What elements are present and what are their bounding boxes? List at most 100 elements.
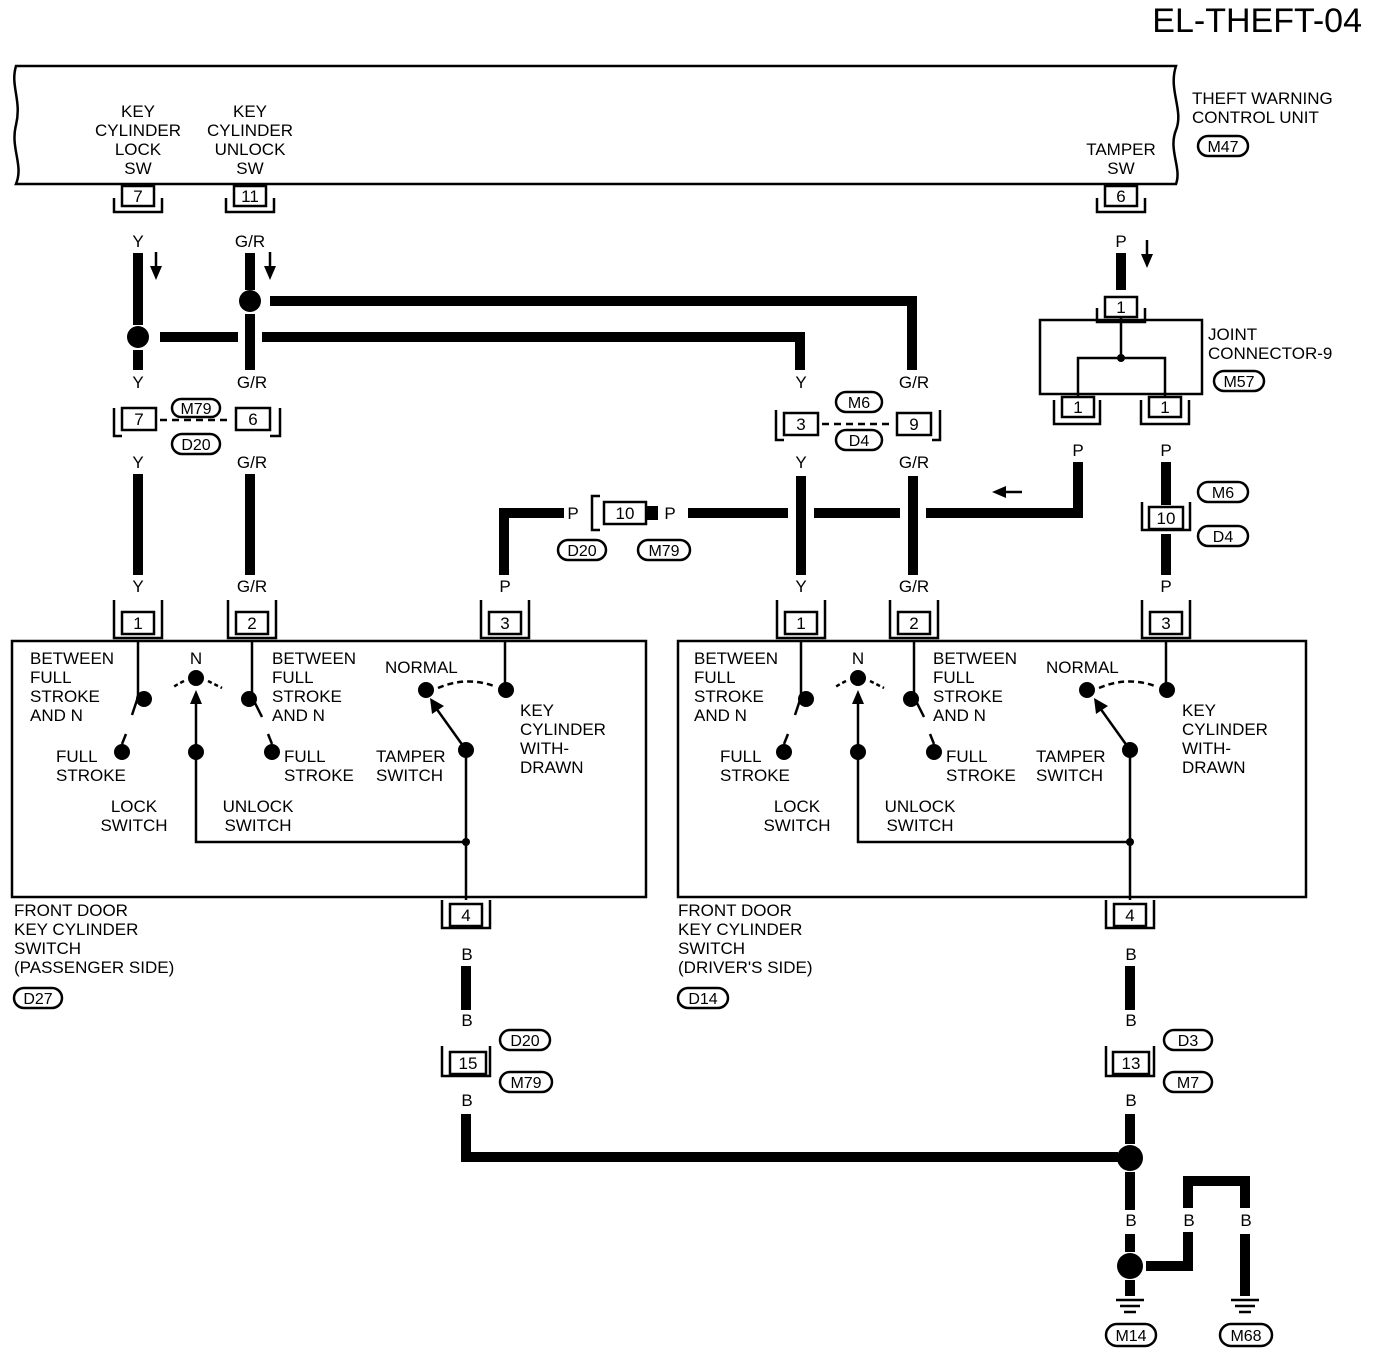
svg-text:CYLINDER: CYLINDER	[207, 121, 293, 140]
wire-color-b: B	[461, 1011, 472, 1030]
inline-connector-pass-b: 15	[440, 1046, 492, 1078]
wire-color-y: Y	[795, 453, 806, 472]
pass-circuit	[114, 641, 514, 900]
wire-color-y: Y	[795, 373, 806, 392]
wire-color-gr: G/R	[237, 453, 267, 472]
svg-text:BETWEEN: BETWEEN	[694, 649, 778, 668]
svg-text:AND N: AND N	[933, 706, 986, 725]
svg-text:UNLOCK: UNLOCK	[223, 797, 295, 816]
wire-y-branch-b	[262, 332, 805, 370]
svg-text:AND N: AND N	[694, 706, 747, 725]
wire-color-p: P	[1160, 441, 1171, 460]
svg-text:M79: M79	[510, 1075, 541, 1092]
wire-color-p: P	[567, 504, 578, 523]
connector-tag-m7: M7	[1162, 1070, 1214, 1094]
svg-text:FRONT DOOR: FRONT DOOR	[678, 901, 792, 920]
wire-color-b: B	[1125, 1011, 1136, 1030]
wire-color-b: B	[1183, 1211, 1194, 1230]
svg-text:3: 3	[796, 415, 805, 434]
drv-tamper-switch: TAMPER SWITCH	[1036, 747, 1106, 785]
drv-pin-3: 3	[1140, 600, 1192, 640]
wire-color-p: P	[1072, 441, 1083, 460]
svg-text:STROKE: STROKE	[933, 687, 1003, 706]
tamper-sw-label: TAMPER SW	[1086, 140, 1156, 178]
wire-p-pass	[499, 508, 564, 575]
connector-tag-m6: M6	[834, 390, 884, 414]
pin-6-tamper: 6	[1095, 184, 1147, 214]
svg-text:SWITCH: SWITCH	[1036, 766, 1103, 785]
inline-connector-drv-y: 3	[774, 410, 820, 442]
svg-text:LOCK: LOCK	[115, 140, 162, 159]
svg-text:7: 7	[134, 410, 143, 429]
svg-text:SWITCH: SWITCH	[100, 816, 167, 835]
svg-text:FULL: FULL	[694, 668, 736, 687]
svg-text:6: 6	[248, 410, 257, 429]
drv-lock-switch: LOCK SWITCH	[763, 797, 830, 835]
control-unit-name-line1: THEFT WARNING	[1192, 89, 1333, 108]
svg-text:CYLINDER: CYLINDER	[95, 121, 181, 140]
control-unit-name-line2: CONTROL UNIT	[1192, 108, 1319, 127]
joint-connector-name-line1: JOINT	[1208, 325, 1257, 344]
joint-connector-name-line2: CONNECTOR-9	[1208, 344, 1332, 363]
svg-text:M6: M6	[1212, 485, 1234, 502]
svg-text:UNLOCK: UNLOCK	[215, 140, 287, 159]
connector-tag-m79: M79	[170, 397, 222, 419]
pass-pin-3: 3	[479, 600, 531, 640]
svg-text:STROKE: STROKE	[694, 687, 764, 706]
svg-text:TAMPER: TAMPER	[376, 747, 446, 766]
svg-text:CYLINDER: CYLINDER	[1182, 720, 1268, 739]
connector-tag-d4: D4	[1196, 524, 1250, 548]
connector-tag-d20: D20	[170, 432, 222, 456]
control-unit-box	[13, 64, 1180, 186]
svg-text:D4: D4	[849, 433, 870, 450]
connector-tag-m14: M14	[1104, 1322, 1158, 1348]
inline-connector-drv-gr: 9	[895, 410, 942, 442]
svg-text:M57: M57	[1223, 374, 1254, 391]
inline-connector-mid-p: 10	[590, 494, 658, 532]
connector-tag-d4: D4	[834, 428, 884, 452]
svg-text:SW: SW	[124, 159, 151, 178]
drv-pin-4: 4	[1104, 900, 1156, 930]
inline-connector-right-p: 10	[1140, 502, 1192, 532]
svg-text:FULL: FULL	[272, 668, 314, 687]
drv-between-right: BETWEEN FULL STROKE AND N	[933, 649, 1017, 725]
pass-pin-1: 1	[112, 600, 164, 640]
svg-text:SWITCH: SWITCH	[14, 939, 81, 958]
svg-text:KEY: KEY	[233, 102, 267, 121]
wire-color-gr: G/R	[899, 453, 929, 472]
svg-text:LOCK: LOCK	[774, 797, 821, 816]
svg-text:KEY: KEY	[121, 102, 155, 121]
pass-full-stroke-right: FULL STROKE	[284, 747, 354, 785]
wire-color-y: Y	[132, 232, 143, 251]
svg-text:2: 2	[909, 614, 918, 633]
connector-tag-d3: D3	[1162, 1028, 1214, 1052]
svg-text:AND N: AND N	[272, 706, 325, 725]
connector-tag-d14: D14	[676, 986, 730, 1010]
drv-pin-2: 2	[888, 600, 940, 640]
svg-text:D4: D4	[1213, 529, 1234, 546]
svg-text:KEY: KEY	[520, 701, 554, 720]
wire-color-gr: G/R	[899, 577, 929, 596]
svg-text:D14: D14	[688, 991, 717, 1008]
svg-text:7: 7	[133, 187, 142, 206]
wire-color-gr: G/R	[237, 577, 267, 596]
wire-color-gr: G/R	[899, 373, 929, 392]
connector-tag-d20: D20	[498, 1028, 552, 1052]
svg-text:D3: D3	[1178, 1033, 1199, 1050]
pass-normal-label: NORMAL	[385, 658, 458, 677]
svg-text:STROKE: STROKE	[284, 766, 354, 785]
pass-between-left: BETWEEN FULL STROKE AND N	[30, 649, 114, 725]
drv-unlock-switch: UNLOCK SWITCH	[885, 797, 957, 835]
wire-color-y: Y	[795, 577, 806, 596]
svg-text:FULL: FULL	[720, 747, 762, 766]
svg-text:SWITCH: SWITCH	[763, 816, 830, 835]
svg-text:D20: D20	[567, 543, 596, 560]
connector-tag-m47: M47	[1196, 134, 1250, 158]
svg-text:CYLINDER: CYLINDER	[520, 720, 606, 739]
svg-text:FULL: FULL	[30, 668, 72, 687]
svg-text:SW: SW	[1107, 159, 1134, 178]
connector-tag-m57: M57	[1212, 369, 1266, 393]
wire-color-y: Y	[132, 373, 143, 392]
svg-text:6: 6	[1116, 187, 1125, 206]
